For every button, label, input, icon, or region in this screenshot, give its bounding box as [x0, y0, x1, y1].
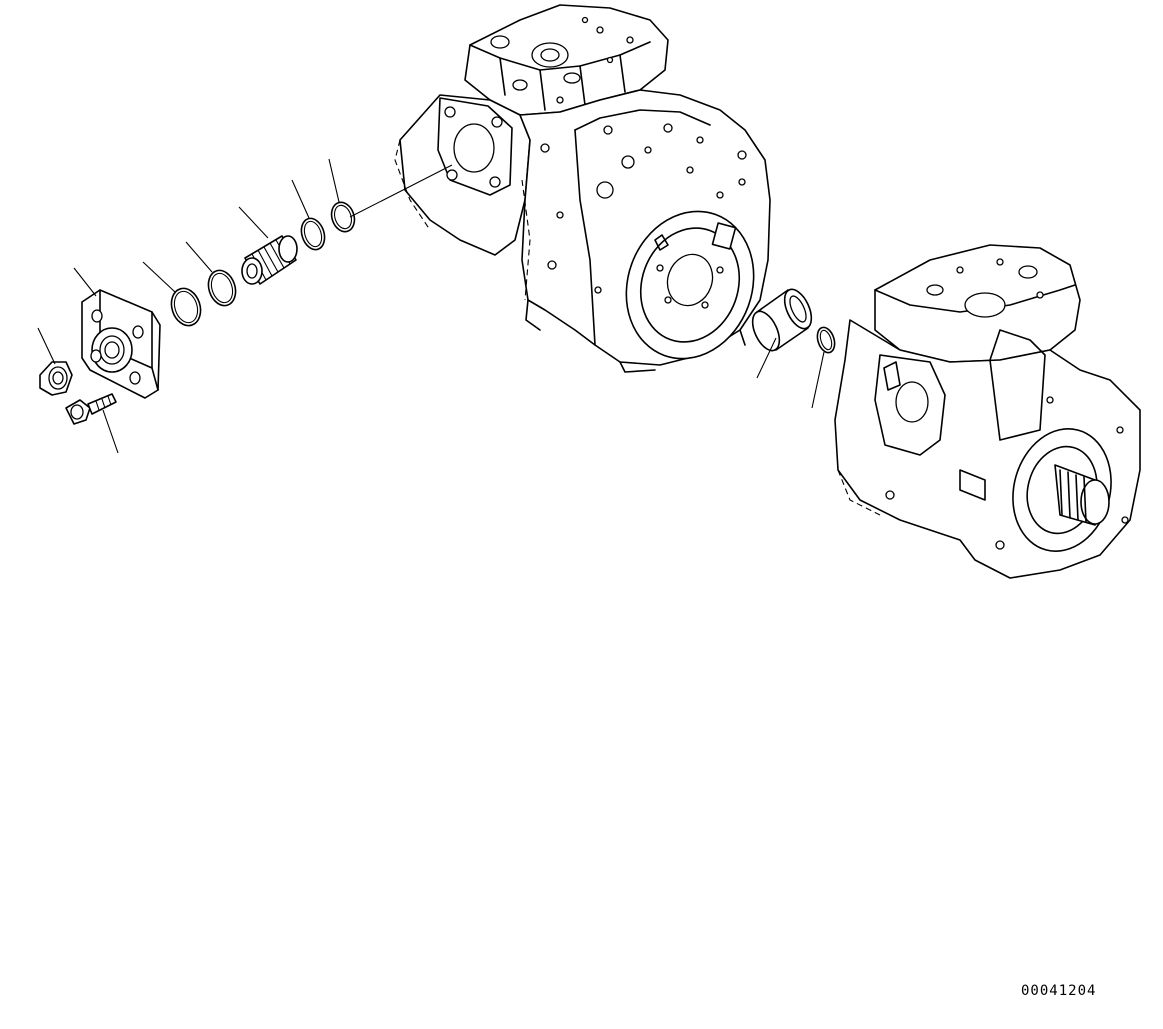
spring-sleeve-part	[241, 235, 298, 285]
assembly-guide-line	[349, 164, 453, 218]
o-ring-5-part	[816, 326, 836, 354]
leader-o-ring-4	[328, 158, 340, 203]
secondary-pump-assembly	[834, 244, 1141, 579]
leader-spring-sleeve	[238, 206, 269, 239]
drawing-reference-code: 00041204	[1021, 983, 1097, 999]
nut-part	[39, 361, 73, 396]
leader-bushing	[756, 337, 777, 379]
leader-o-ring-5	[811, 351, 825, 409]
leader-o-ring-1	[142, 261, 176, 293]
o-ring-1-part	[170, 287, 202, 327]
o-ring-4-part	[330, 201, 356, 233]
leader-flange	[73, 267, 97, 297]
main-pump-assembly	[394, 4, 771, 373]
bolt-part	[65, 393, 117, 425]
o-ring-3-part	[300, 217, 326, 251]
flange-part	[81, 289, 161, 399]
leader-nut	[37, 327, 56, 365]
bushing-part	[751, 288, 813, 352]
o-ring-2-part	[207, 269, 237, 307]
leader-o-ring-3	[291, 179, 310, 219]
leader-o-ring-2	[185, 241, 213, 273]
leader-bolt	[102, 409, 119, 454]
leader-lines	[37, 158, 825, 454]
